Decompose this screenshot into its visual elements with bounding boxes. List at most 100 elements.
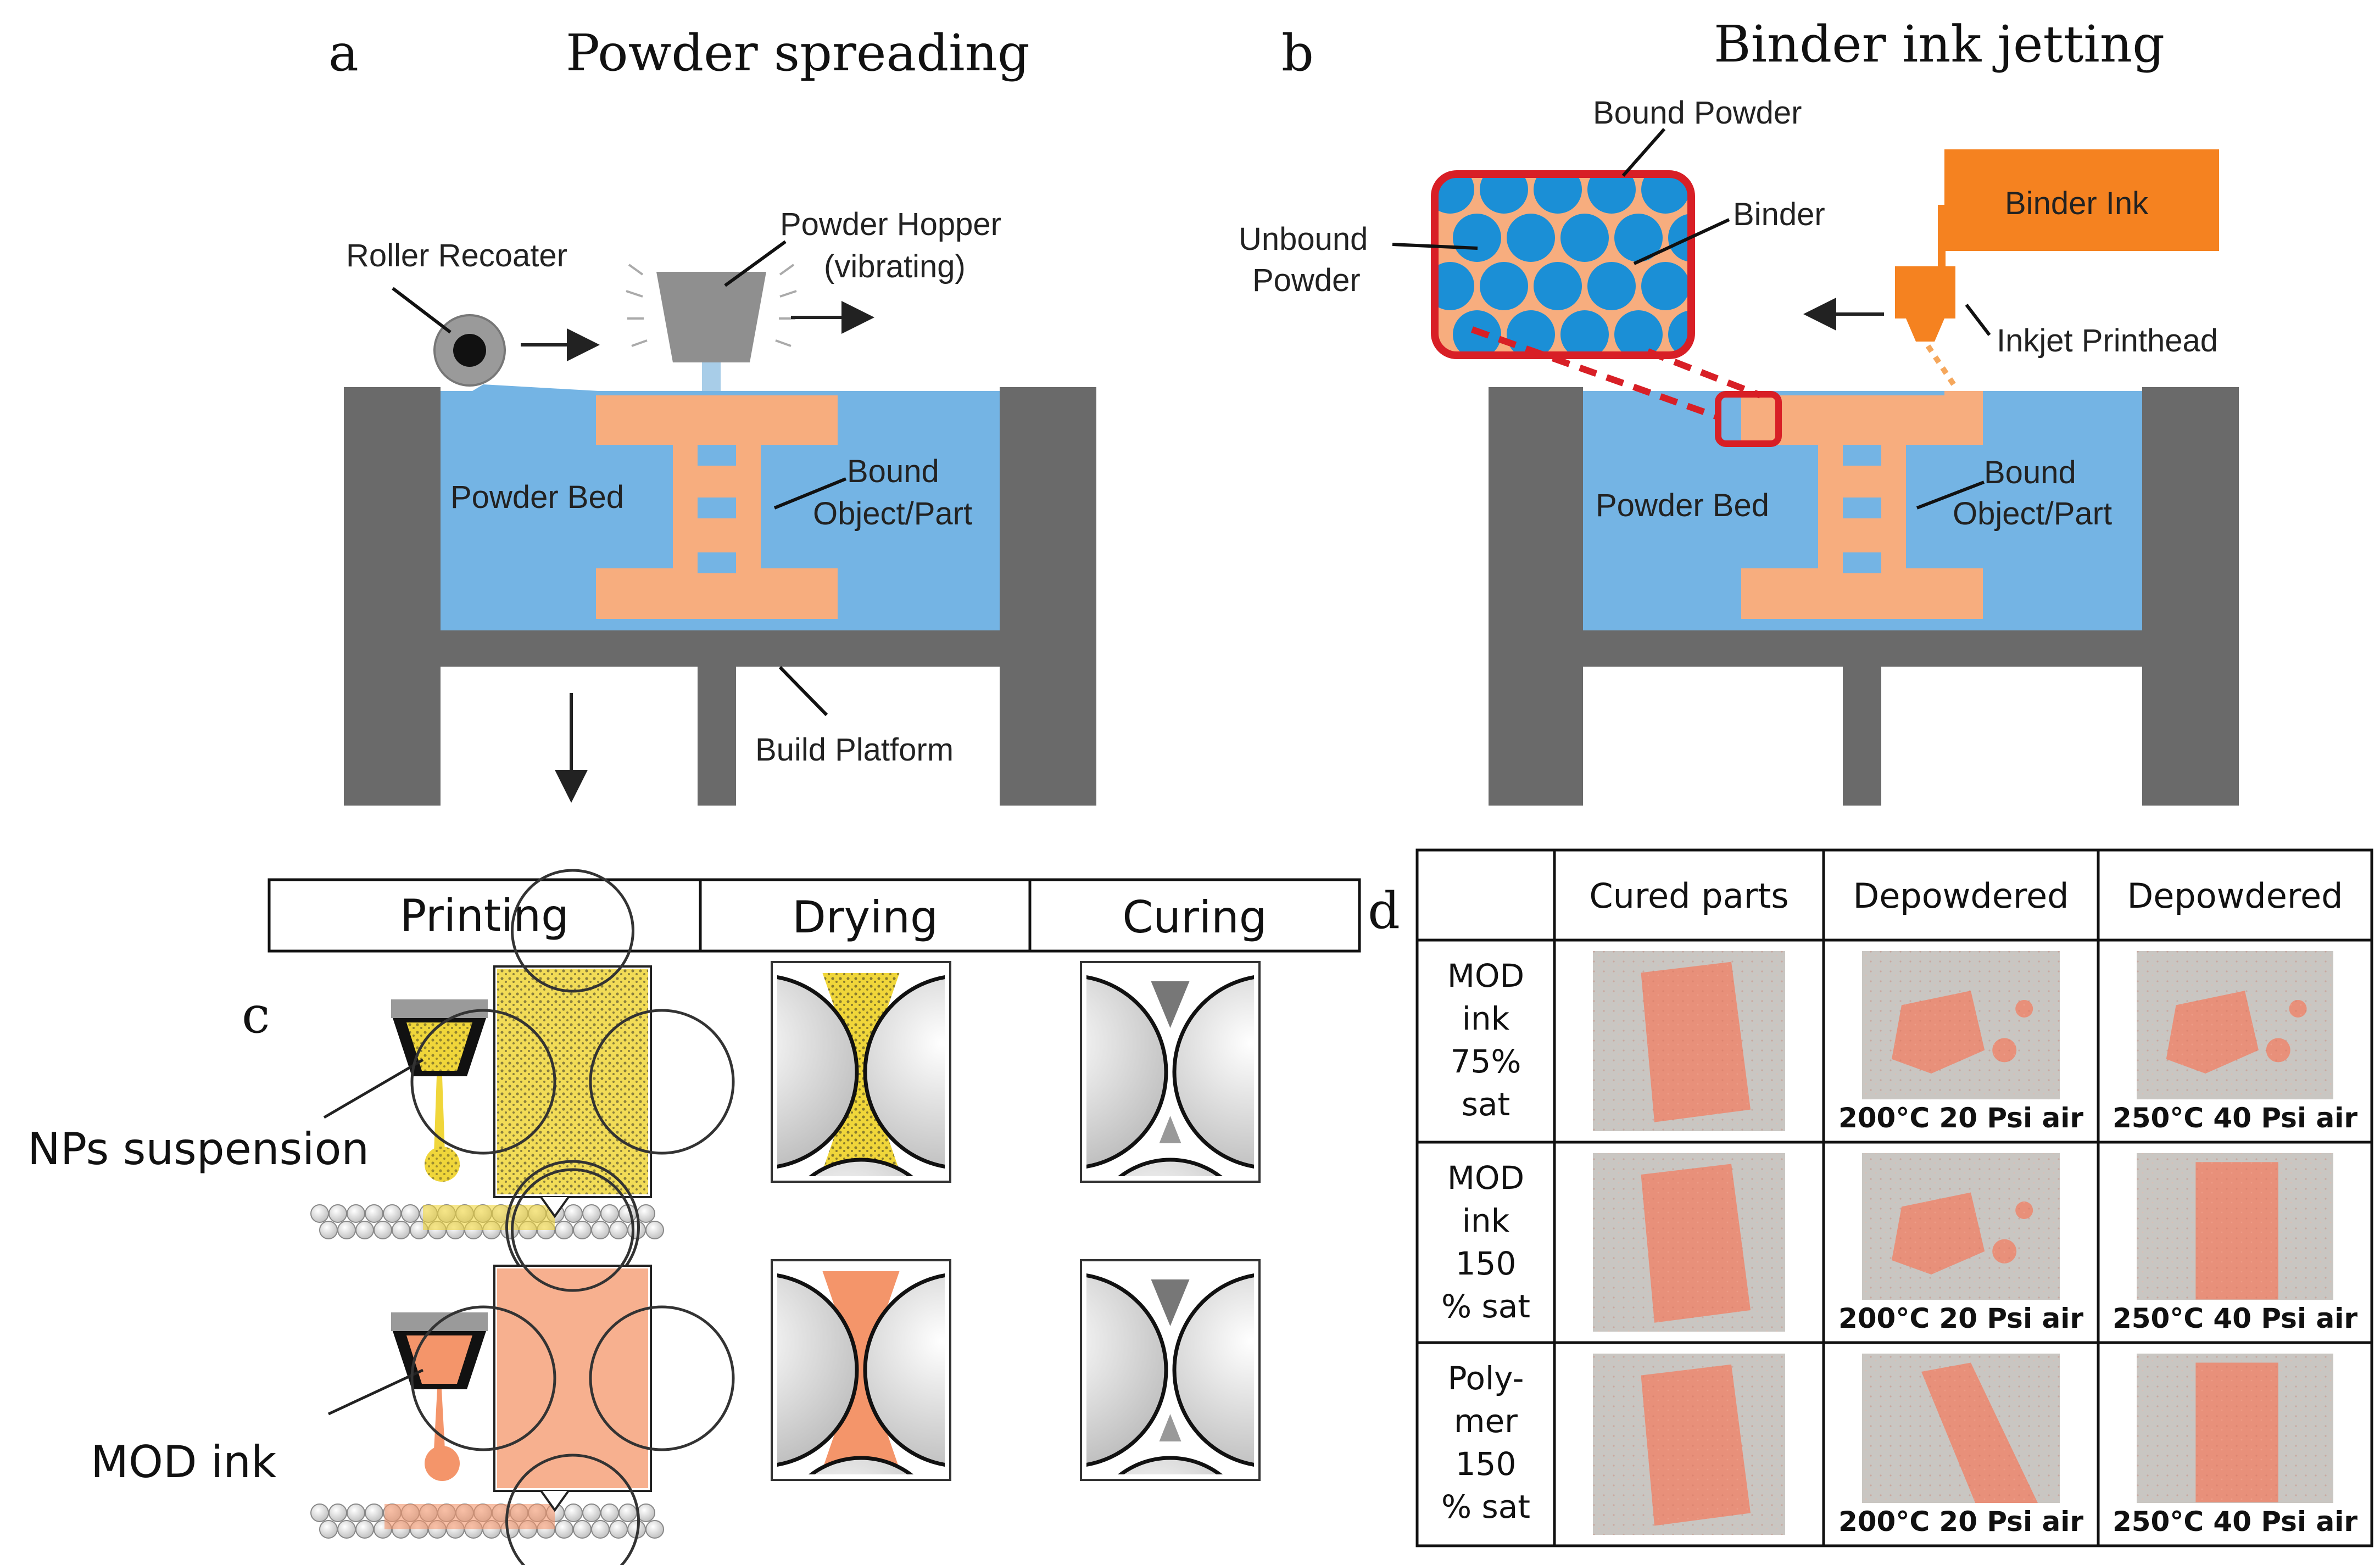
powder-sphere	[618, 1503, 637, 1522]
binder-ink-label: Binder Ink	[2005, 186, 2149, 221]
panel-a-leaders	[392, 240, 847, 717]
blue-particle	[1614, 310, 1663, 355]
powder-sphere	[555, 1520, 573, 1539]
row-label: mer	[1454, 1402, 1518, 1440]
powder-sphere	[319, 1221, 338, 1239]
printhead-label: Inkjet Printhead	[1997, 323, 2218, 359]
blue-particle	[1480, 262, 1528, 310]
particle-outline	[589, 1305, 735, 1451]
powder-sphere	[582, 1503, 601, 1522]
header-curing: Curing	[1122, 892, 1267, 943]
build-platform-label: Build Platform	[755, 732, 954, 768]
blue-particle	[1641, 262, 1690, 310]
sample-photo	[2123, 1354, 2347, 1539]
bound-label: Bound	[847, 454, 939, 489]
ink-fill	[497, 1268, 648, 1488]
powder-sphere	[645, 1221, 664, 1239]
photo-caption: 200°C 20 Psi air	[1838, 1506, 2083, 1538]
powder-hopper	[626, 264, 797, 391]
particle-outline	[410, 1305, 556, 1451]
particle-outline	[505, 1454, 640, 1565]
powder-sphere	[582, 1204, 601, 1223]
powder-sphere	[564, 1503, 583, 1522]
sample-photo	[1848, 951, 2074, 1136]
blue-particle	[1507, 310, 1555, 355]
powder-sphere	[600, 1503, 619, 1522]
photo-caption: 250°C 40 Psi air	[2113, 1102, 2357, 1134]
ink-layer	[423, 1205, 555, 1230]
powder-sphere	[328, 1204, 347, 1223]
bound-label-2: Object/Part	[813, 496, 972, 532]
bound-label: Bound	[1984, 455, 2076, 490]
zoom-inset	[1431, 170, 1782, 447]
unbound-label-2: Powder	[1252, 262, 1361, 298]
powder-sphere	[347, 1503, 365, 1522]
blue-particle	[1453, 214, 1501, 262]
powder-sphere	[310, 1503, 329, 1522]
powder-sphere	[310, 1204, 329, 1223]
binder-ink-box	[1944, 149, 2219, 251]
photo-caption: 250°C 40 Psi air	[2113, 1303, 2357, 1334]
binder-label: Binder	[1733, 197, 1825, 232]
blue-particle	[1614, 214, 1663, 262]
platform-piston	[698, 667, 736, 806]
panel-c-letter: c	[242, 986, 270, 1044]
powder-sphere	[573, 1221, 592, 1239]
process-frame	[1080, 961, 1261, 1183]
header-printing: Printing	[400, 890, 569, 941]
left-wall	[344, 387, 441, 806]
sample-photo	[1593, 1153, 1785, 1332]
panel-a-letter: a	[328, 24, 359, 82]
nps-suspension-label: NPs suspension	[27, 1124, 369, 1175]
powder-sphere	[401, 1204, 420, 1223]
platform-piston	[1843, 667, 1881, 806]
hopper-label-2: (vibrating)	[824, 249, 966, 284]
particle-outline	[511, 1168, 634, 1292]
row-label: MOD	[1447, 1159, 1524, 1197]
panel-a-title: Powder spreading	[566, 24, 1030, 82]
powder-sphere	[591, 1221, 610, 1239]
nps-printing	[310, 869, 735, 1295]
unbound-label: Unbound	[1239, 221, 1368, 257]
row-label: % sat	[1441, 1288, 1530, 1325]
table-header: Cured parts	[1589, 876, 1788, 916]
row-label: sat	[1462, 1086, 1511, 1123]
powder-sphere	[337, 1221, 356, 1239]
blue-particle	[1507, 214, 1555, 262]
photo-caption: 250°C 40 Psi air	[2113, 1506, 2357, 1538]
hopper-label: Powder Hopper	[780, 206, 1001, 242]
sample-photo	[1848, 1354, 2074, 1539]
roller-recoater	[433, 314, 599, 391]
powder-sphere	[609, 1221, 628, 1239]
inkjet-printhead	[1895, 149, 2219, 389]
photo-caption: 200°C 20 Psi air	[1838, 1102, 2083, 1134]
roller-recoater-label: Roller Recoater	[346, 238, 567, 273]
powder-sphere	[392, 1221, 410, 1239]
powder-sphere	[609, 1520, 628, 1539]
photo-caption: 200°C 20 Psi air	[1838, 1303, 2083, 1334]
panel-b-title: Binder ink jetting	[1714, 15, 2165, 74]
process-frame	[771, 961, 951, 1183]
sample-photo	[2123, 1153, 2347, 1336]
particle-outline	[410, 1009, 556, 1155]
powder-sphere	[383, 1204, 402, 1223]
powder-sphere	[637, 1204, 655, 1223]
row-label: Poly-	[1448, 1360, 1524, 1397]
row-label: 150	[1456, 1445, 1517, 1483]
panel-c: Printing Drying Curing c NPs suspension	[27, 869, 1361, 1565]
powder-sphere	[600, 1204, 619, 1223]
mod-printing	[310, 1168, 735, 1565]
sample-photo	[1848, 1153, 2074, 1336]
table-header: Depowdered	[2127, 876, 2343, 916]
blue-particle	[1668, 310, 1691, 355]
table-header: Depowdered	[1853, 876, 2069, 916]
powder-sphere	[645, 1520, 664, 1539]
powder-sphere	[365, 1503, 383, 1522]
blue-particle	[1587, 262, 1636, 310]
blue-particle	[1534, 262, 1582, 310]
panel-a: a Powder spreading	[328, 24, 1096, 806]
blue-particle	[1560, 214, 1609, 262]
row-label: ink	[1462, 1000, 1510, 1037]
bound-powder-label: Bound Powder	[1593, 95, 1802, 131]
